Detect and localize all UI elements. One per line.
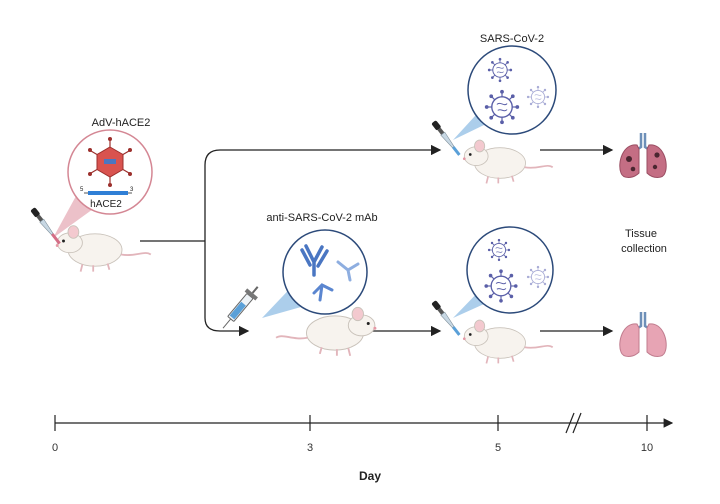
- tick-label-5: 5: [494, 442, 502, 454]
- adv-vector-label: AdV-hACE2: [91, 117, 151, 129]
- antibody-icon: [300, 244, 360, 302]
- pipette-icon: [430, 299, 461, 336]
- start-mouse: [54, 224, 152, 273]
- sars-callout-top: [453, 45, 557, 140]
- timeline-title: Day: [358, 469, 382, 483]
- collection-label: collection: [621, 243, 667, 255]
- gene-three-prime-label: 3: [130, 187, 134, 193]
- adv-virion-icon: [88, 137, 132, 187]
- hace2-gene-bar: [84, 191, 132, 195]
- gene-five-prime-label: 5: [80, 187, 84, 193]
- branch-down-arrow: [204, 241, 250, 337]
- lung-icon: [619, 133, 667, 178]
- hace2-gene-label: hACE2: [90, 199, 122, 210]
- pipette-icon: [430, 119, 461, 156]
- antibody-label: anti-SARS-CoV-2 mAb: [266, 212, 378, 224]
- tissue-label: Tissue: [625, 228, 657, 240]
- infected-mouse-bottom: [462, 319, 554, 365]
- axis-break-icon: [565, 412, 582, 434]
- tick-label-3: 3: [306, 442, 314, 454]
- branch-up-arrow: [204, 144, 442, 241]
- adv-callout: [53, 129, 153, 238]
- lung-icon: [619, 312, 667, 357]
- flow-arrows: [140, 144, 614, 337]
- syringe-icon: [222, 286, 259, 329]
- infected-mouse-top: [462, 139, 554, 185]
- tick-label-10: 10: [640, 442, 654, 454]
- sars-cov2-label: SARS-CoV-2: [479, 33, 545, 45]
- pipette-icon: [29, 206, 61, 245]
- tick-label-0: 0: [51, 442, 59, 454]
- antibody-callout: [262, 229, 368, 318]
- timeline-axis: [54, 412, 674, 434]
- sars-callout-bottom: [453, 226, 554, 318]
